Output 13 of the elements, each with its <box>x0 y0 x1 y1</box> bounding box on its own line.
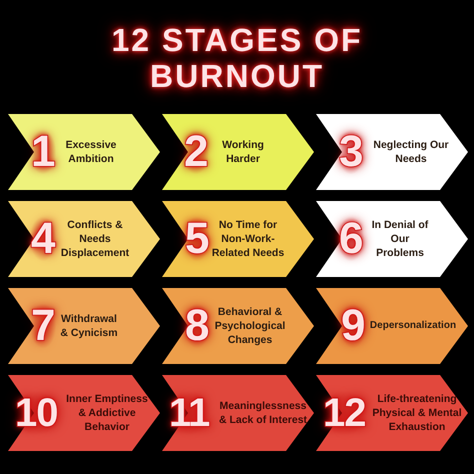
stage-label: Neglecting Our Needs <box>372 138 450 166</box>
stage-label: Conflicts & Needs Displacement <box>60 218 130 260</box>
stage-label: Life-threatening Physical & Mental Exhaustion <box>371 392 463 434</box>
stage-label: Behavioral & Psychological Changes <box>214 305 286 347</box>
stage-label: No Time for Non-Work-Related Needs <box>210 218 286 260</box>
stage-label: Excessive Ambition <box>64 138 118 166</box>
stage-label: In Denial of Our Problems <box>370 218 430 260</box>
stage-label: Meaninglessness & Lack of Interest <box>218 399 308 427</box>
stage-label: Working Harder <box>221 138 265 166</box>
title: 12 STAGES OF BURNOUT <box>110 22 364 94</box>
stage-label: Depersonalization <box>368 319 458 333</box>
stage-label: Inner Emptiness & Addictive Behavior <box>65 392 149 434</box>
stage-label: Withdrawal & Cynicism <box>59 312 119 340</box>
